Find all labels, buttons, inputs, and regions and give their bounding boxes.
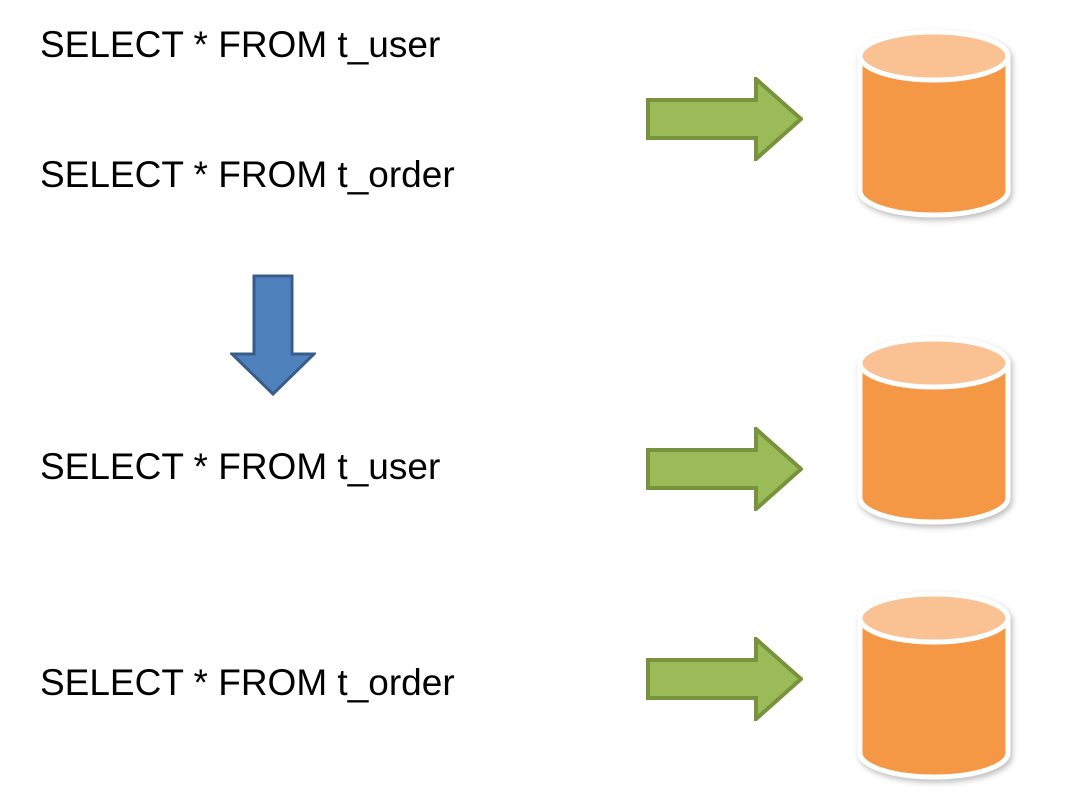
right-arrow-shape — [646, 427, 803, 511]
right-arrow-shape — [646, 637, 803, 721]
sql-query-bottom-order: SELECT * FROM t_order — [40, 662, 455, 703]
down-arrow-shape — [230, 274, 316, 396]
right-arrow-icon — [646, 427, 803, 511]
database-top — [857, 591, 1011, 645]
sql-query-top-order: SELECT * FROM t_order — [40, 154, 455, 195]
database-body — [857, 53, 1011, 218]
database-icon — [857, 336, 1011, 525]
database-top — [857, 29, 1011, 83]
database-top — [857, 336, 1011, 390]
sql-query-top-user: SELECT * FROM t_user — [40, 24, 441, 65]
database-body — [857, 360, 1011, 525]
database-body — [857, 615, 1011, 780]
database-icon — [857, 29, 1011, 218]
right-arrow-icon — [646, 77, 803, 161]
sql-query-bottom-user: SELECT * FROM t_user — [40, 446, 441, 487]
right-arrow-icon — [646, 637, 803, 721]
right-arrow-shape — [646, 77, 803, 161]
database-icon — [857, 591, 1011, 780]
down-arrow-icon — [230, 274, 316, 396]
